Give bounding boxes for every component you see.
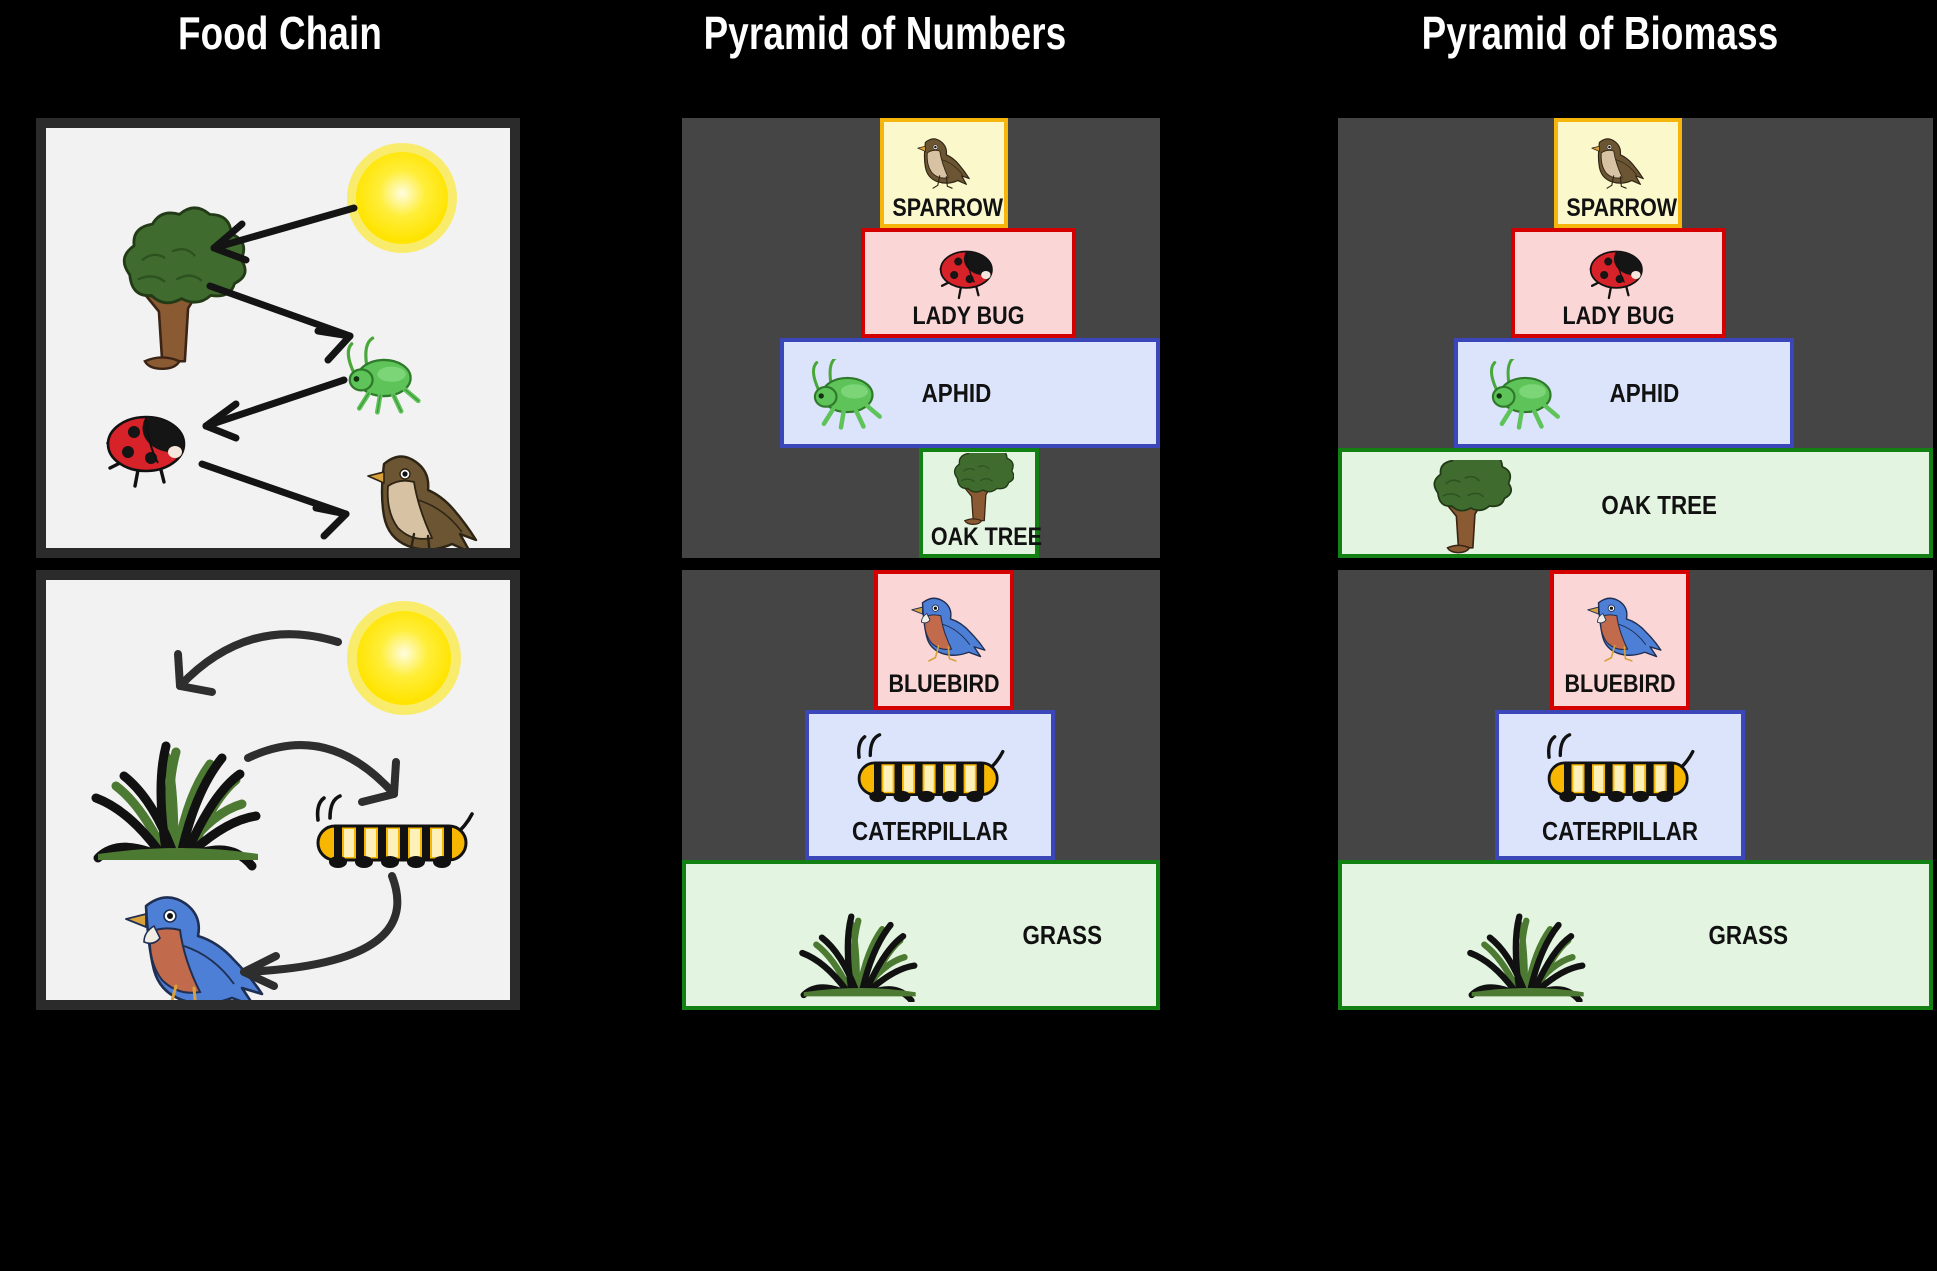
tier-bluebird[interactable]: BLUEBIRD <box>874 570 1014 710</box>
tier-label-oak-tree: OAK TREE <box>930 523 1042 551</box>
food-chain-panel-grass <box>36 570 520 1010</box>
caterpillar-icon <box>809 728 1051 822</box>
tier-aphid[interactable]: APHID <box>780 338 1160 448</box>
arrow-oak-tree-to-aphid <box>206 282 354 364</box>
caterpillar-icon <box>315 794 474 868</box>
tier-aphid[interactable]: APHID <box>1454 338 1794 448</box>
tier-label-sparrow: SPARROW <box>1566 194 1678 222</box>
arrow-caterpillar-to-bluebird <box>240 872 402 990</box>
grass-icon <box>714 876 1004 1002</box>
tier-label-bluebird: BLUEBIRD <box>888 670 1000 698</box>
tier-caterpillar[interactable]: CATERPILLAR <box>805 710 1055 860</box>
oak-tree-icon <box>923 453 1035 526</box>
tier-label-grass: GRASS <box>1708 920 1788 950</box>
tier-sparrow[interactable]: SPARROW <box>880 118 1008 228</box>
sun-icon <box>347 601 461 715</box>
tier-sparrow[interactable]: SPARROW <box>1554 118 1682 228</box>
column-title-pyramid-biomass: Pyramid of Biomass <box>1421 7 1779 59</box>
bluebird-icon <box>1554 580 1686 674</box>
sun-icon <box>347 143 457 253</box>
aphid-icon <box>1480 358 1576 432</box>
arrow-lady-bug-to-sparrow <box>198 460 350 540</box>
tier-oak-tree[interactable]: OAK TREE <box>919 448 1042 558</box>
food-chain-panel-oak <box>36 118 520 558</box>
tier-oak-tree[interactable]: OAK TREE <box>1338 448 1933 558</box>
bluebird-icon <box>878 580 1010 674</box>
oak-tree-icon <box>122 206 247 370</box>
aphid-icon <box>802 358 898 432</box>
tier-lady-bug[interactable]: LADY BUG <box>861 228 1076 338</box>
oak-tree-icon <box>1414 460 1518 556</box>
arrow-grass-to-caterpillar <box>244 741 400 806</box>
arrow-sun-to-oak-tree <box>210 204 358 264</box>
tier-lady-bug[interactable]: LADY BUG <box>1511 228 1726 338</box>
tier-label-oak-tree: OAK TREE <box>1601 490 1717 520</box>
bluebird-icon <box>125 896 264 1000</box>
pyramid-numbers-oak-panel: SPARROW LADY BUG APHID OAK TREE <box>682 118 1160 558</box>
tier-grass[interactable]: GRASS <box>682 860 1160 1010</box>
arrow-aphid-to-lady-bug <box>202 376 348 442</box>
aphid-icon <box>346 336 421 415</box>
tier-grass[interactable]: GRASS <box>1338 860 1933 1010</box>
grass-icon <box>91 741 261 871</box>
tier-label-aphid: APHID <box>1609 378 1680 408</box>
tier-label-caterpillar: CATERPILLAR <box>851 816 1009 846</box>
tier-label-sparrow: SPARROW <box>892 194 1004 222</box>
tier-label-lady-bug: LADY BUG <box>912 302 1025 330</box>
food-chain-canvas-grass <box>46 580 510 1000</box>
caterpillar-icon <box>1499 728 1741 822</box>
pyramid-numbers-grass-panel: BLUEBIRD CATERPILLAR GRASS <box>682 570 1160 1010</box>
tier-label-bluebird: BLUEBIRD <box>1564 670 1676 698</box>
sparrow-icon <box>367 455 478 548</box>
tier-label-caterpillar: CATERPILLAR <box>1541 816 1699 846</box>
lady-bug-icon <box>106 415 186 488</box>
tier-caterpillar[interactable]: CATERPILLAR <box>1495 710 1745 860</box>
sparrow-icon <box>1558 126 1678 196</box>
tier-bluebird[interactable]: BLUEBIRD <box>1550 570 1690 710</box>
pyramid-biomass-grass-panel: BLUEBIRD CATERPILLAR GRASS <box>1338 570 1933 1010</box>
arrow-sun-to-grass <box>174 630 342 696</box>
tier-label-grass: GRASS <box>1022 920 1102 950</box>
grass-icon <box>1382 876 1672 1002</box>
column-title-pyramid-numbers: Pyramid of Numbers <box>703 7 1067 59</box>
pyramid-biomass-oak-panel: SPARROW LADY BUG APHID OAK TREE <box>1338 118 1933 558</box>
food-chain-canvas-oak <box>46 128 510 548</box>
sparrow-icon <box>884 126 1004 196</box>
tier-label-aphid: APHID <box>921 378 992 408</box>
tier-label-lady-bug: LADY BUG <box>1562 302 1675 330</box>
lady-bug-icon <box>865 238 1072 304</box>
lady-bug-icon <box>1515 238 1722 304</box>
column-title-food-chain: Food Chain <box>178 7 382 59</box>
